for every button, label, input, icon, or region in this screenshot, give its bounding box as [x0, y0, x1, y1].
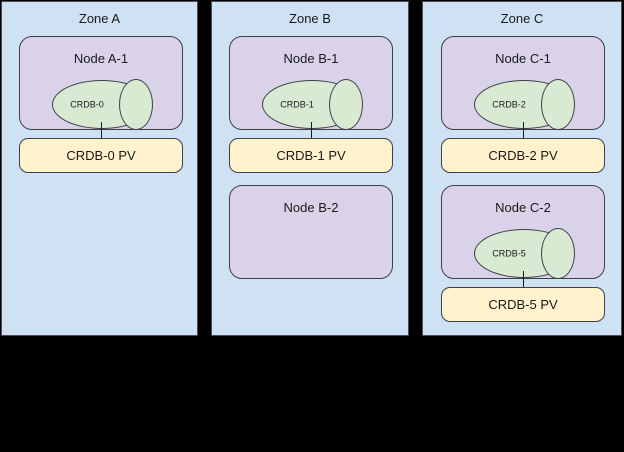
pod-crdb-5: CRDB-5 [474, 228, 575, 279]
pv-label-crdb-2-pv: CRDB-2 PV [488, 147, 558, 163]
zone-label-c: Zone C [500, 11, 544, 26]
node-label-b-1: Node B-1 [283, 51, 339, 66]
pod-label-crdb-2: CRDB-2 [492, 99, 526, 109]
connector-node-b-1-to-pv [311, 122, 312, 139]
pod-label-crdb-0: CRDB-0 [70, 99, 104, 109]
pv-label-crdb-1-pv: CRDB-1 PV [276, 147, 346, 163]
node-container-c-2: Node C-2 CRDB-5 [441, 185, 605, 279]
node-label-c-1: Node C-1 [495, 51, 551, 66]
pv-label-crdb-5-pv: CRDB-5 PV [488, 296, 558, 312]
node-container-b-2: Node B-2 [229, 185, 393, 279]
node-container-c-1: Node C-1 CRDB-2 [441, 36, 605, 130]
zone-container-c: Zone C Node C-1 CRDB-2 CRDB-2 PV Node C-… [422, 1, 622, 336]
pod-crdb-0: CRDB-0 [52, 79, 153, 130]
pod-cap-ellipse [119, 79, 153, 130]
zone-label-b: Zone B [289, 11, 331, 26]
connector-node-c-2-to-pv [523, 271, 524, 288]
node-label-b-2: Node B-2 [283, 200, 339, 215]
node-label-c-2: Node C-2 [495, 200, 551, 215]
pod-crdb-1: CRDB-1 [262, 79, 363, 130]
pod-label-crdb-5: CRDB-5 [492, 248, 526, 258]
zone-container-a: Zone A Node A-1 CRDB-0 CRDB-0 PV [1, 1, 198, 336]
pod-label-crdb-1: CRDB-1 [280, 99, 314, 109]
pod-cap-ellipse [541, 79, 575, 130]
node-label-a-1: Node A-1 [73, 51, 129, 66]
pv-container-crdb-1-pv: CRDB-1 PV [229, 138, 393, 173]
connector-node-a-1-to-pv [101, 122, 102, 139]
node-container-b-1: Node B-1 CRDB-1 [229, 36, 393, 130]
pod-cap-ellipse [541, 228, 575, 279]
zone-label-a: Zone A [78, 11, 121, 26]
pod-crdb-2: CRDB-2 [474, 79, 575, 130]
pod-cap-ellipse [329, 79, 363, 130]
zone-container-b: Zone B Node B-1 CRDB-1 CRDB-1 PV Node B-… [211, 1, 409, 336]
pv-label-crdb-0-pv: CRDB-0 PV [66, 147, 136, 163]
node-container-a-1: Node A-1 CRDB-0 [19, 36, 183, 130]
pv-container-crdb-2-pv: CRDB-2 PV [441, 138, 605, 173]
pv-container-crdb-0-pv: CRDB-0 PV [19, 138, 183, 173]
connector-node-c-1-to-pv [523, 122, 524, 139]
pv-container-crdb-5-pv: CRDB-5 PV [441, 287, 605, 322]
